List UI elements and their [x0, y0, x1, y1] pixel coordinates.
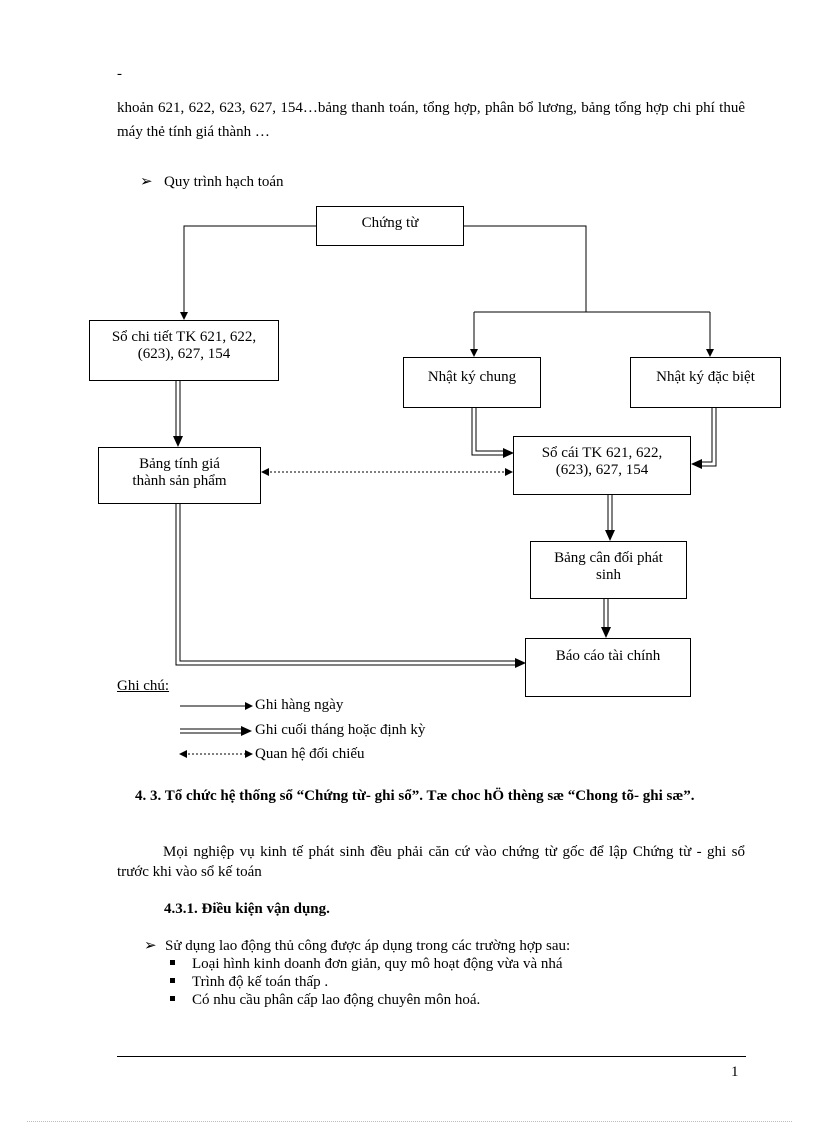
section-paragraph: Mọi nghiệp vụ kinh tế phát sinh đều phải… [117, 844, 745, 880]
arrow-bullet-icon: ➢ [144, 938, 157, 954]
box-so-cai: Sổ cái TK 621, 622, (623), 627, 154 [513, 436, 691, 495]
usage-lead: Sử dụng lao động thủ công được áp dụng t… [165, 938, 571, 954]
connector-nhatkychung-socai [471, 408, 514, 458]
legend-item-periodic: Ghi cuối tháng hoặc định kỳ [255, 722, 426, 738]
list-item: Trình độ kế toán thấp . [170, 973, 563, 991]
section-title: 4. 3. Tổ chức hệ thống sổ “Chứng từ- ghi… [135, 788, 695, 804]
connector-bangtinh-baocao [175, 503, 526, 668]
legend-item-daily: Ghi hàng ngày [255, 697, 344, 713]
page-number: 1 [731, 1064, 739, 1080]
legend-periodic-line [180, 726, 252, 736]
process-heading-row: ➢ Quy trình hạch toán [140, 172, 284, 191]
intro-paragraph: khoản 621, 622, 623, 627, 154…bảng thanh… [117, 100, 745, 140]
square-bullet-icon [170, 960, 175, 966]
arrow-bullet-icon: ➢ [140, 174, 153, 190]
top-dash: - [117, 66, 122, 82]
usage-list: Loại hình kinh doanh đơn giản, quy mô ho… [170, 955, 563, 1009]
usage-lead-row: ➢ Sử dụng lao động thủ công được áp dụng … [144, 936, 570, 955]
square-bullet-icon [170, 978, 175, 984]
connector-socai-bangcandoi [605, 495, 615, 541]
connector-chungtu-sochitiet [180, 225, 316, 320]
list-item: Có nhu cầu phân cấp lao động chuyên môn … [170, 991, 563, 1009]
connector-bangcandoi-baocao [601, 598, 611, 638]
connector-nhatkydacbiet-socai [691, 408, 717, 469]
box-nhat-ky-dac-biet: Nhật ký đặc biệt [630, 357, 781, 408]
page-edge-dotted-line [27, 1121, 792, 1122]
legend-title: Ghi chú: [117, 678, 170, 694]
box-chung-tu: Chứng từ [316, 206, 464, 246]
connector-chungtu-right [464, 225, 587, 312]
footer-rule [117, 1056, 746, 1057]
box-bang-can-doi: Bảng cân đối phát sinh [530, 541, 687, 599]
legend-item-reconcile: Quan hệ đối chiếu [255, 746, 365, 762]
square-bullet-icon [170, 996, 175, 1002]
box-nhat-ky-chung: Nhật ký chung [403, 357, 541, 408]
box-bao-cao: Báo cáo tài chính [525, 638, 691, 697]
process-heading: Quy trình hạch toán [164, 174, 284, 190]
connector-sochitiet-bangtinh [173, 380, 183, 447]
list-item: Loại hình kinh doanh đơn giản, quy mô ho… [170, 955, 563, 973]
subsection-title: 4.3.1. Điều kiện vận dụng. [164, 901, 330, 917]
box-bang-tinh-gia: Bảng tính giá thành sản phẩm [98, 447, 261, 504]
box-so-chi-tiet: Sổ chi tiết TK 621, 622, (623), 627, 154 [89, 320, 279, 381]
